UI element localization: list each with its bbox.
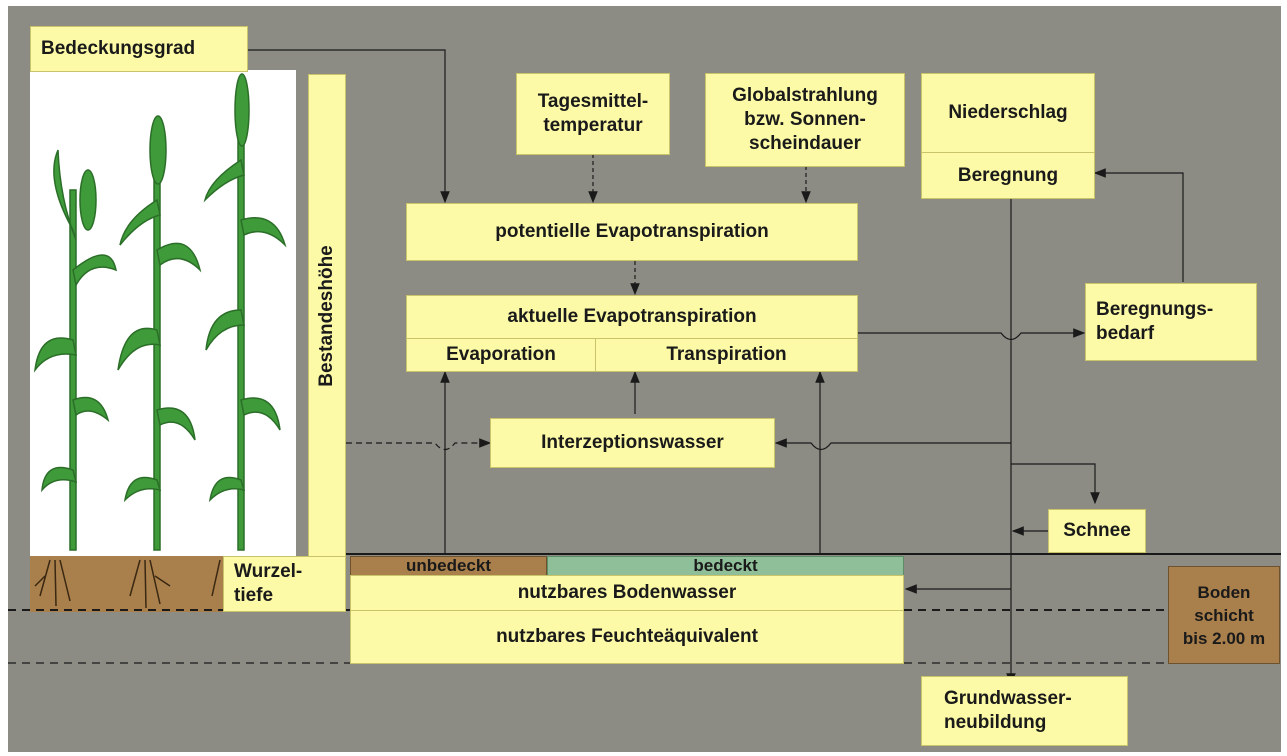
- grundwasserneubildung-label: Grundwasser- neubildung: [944, 688, 1072, 733]
- tagesmittel-label: Tagesmittel- temperatur: [537, 91, 649, 136]
- beregnung-box: Beregnung: [921, 152, 1095, 199]
- wurzeltiefe-label: Wurzel- tiefe: [234, 561, 303, 606]
- schnee-label: Schnee: [1063, 520, 1131, 541]
- akt-evapotranspiration-label: aktuelle Evapotranspiration: [507, 306, 757, 327]
- globalstrahlung-box: Globalstrahlung bzw. Sonnen- scheindauer: [705, 73, 905, 167]
- bedeckt-bar: bedeckt: [547, 556, 904, 576]
- bestandeshoehe-box: Bestandeshöhe: [308, 74, 346, 558]
- schnee-box: Schnee: [1048, 509, 1146, 553]
- transpiration-box: Transpiration: [595, 338, 858, 372]
- akt-evapotranspiration-box: aktuelle Evapotranspiration: [406, 295, 858, 339]
- interzeptionswasser-label: Interzeptionswasser: [541, 432, 724, 453]
- tagesmittel-box: Tagesmittel- temperatur: [516, 73, 670, 155]
- wurzeltiefe-box: Wurzel- tiefe: [223, 556, 346, 612]
- niederschlag-box: Niederschlag: [921, 73, 1095, 153]
- nutzbares-feuchteaequivalent-label: nutzbares Feuchteäquivalent: [496, 626, 758, 647]
- bedeckt-label: bedeckt: [693, 556, 758, 575]
- bedeckungsgrad-label: Bedeckungsgrad: [41, 38, 196, 59]
- nutzbares-bodenwasser-label: nutzbares Bodenwasser: [517, 582, 737, 603]
- wheat-plants-image: [33, 73, 287, 551]
- bodenschicht-label: Boden schicht bis 2.00 m: [1182, 582, 1266, 648]
- nutzbares-bodenwasser-box: nutzbares Bodenwasser: [350, 575, 904, 611]
- beregnungsbedarf-box: Beregnungs- bedarf: [1085, 283, 1257, 361]
- beregnungsbedarf-label: Beregnungs- bedarf: [1096, 299, 1214, 344]
- beregnung-label: Beregnung: [957, 164, 1059, 186]
- pot-evapotranspiration-box: potentielle Evapotranspiration: [406, 203, 858, 261]
- unbedeckt-label: unbedeckt: [405, 556, 492, 575]
- bedeckungsgrad-box: Bedeckungsgrad: [30, 26, 248, 72]
- pot-evapotranspiration-label: potentielle Evapotranspiration: [495, 221, 769, 242]
- evaporation-label: Evaporation: [446, 344, 556, 365]
- niederschlag-label: Niederschlag: [948, 102, 1068, 123]
- unbedeckt-bar: unbedeckt: [350, 556, 547, 576]
- transpiration-label: Transpiration: [666, 344, 787, 365]
- interzeptionswasser-box: Interzeptionswasser: [490, 418, 775, 468]
- grundwasserneubildung-box: Grundwasser- neubildung: [921, 676, 1128, 746]
- nutzbares-feuchteaequivalent-box: nutzbares Feuchteäquivalent: [350, 610, 904, 664]
- evaporation-box: Evaporation: [406, 338, 596, 372]
- diagram-canvas: Bestandeshöhe: [8, 6, 1281, 752]
- bodenschicht-box: Boden schicht bis 2.00 m: [1168, 566, 1280, 664]
- plant-illustration: [30, 70, 296, 560]
- globalstrahlung-label: Globalstrahlung bzw. Sonnen- scheindauer: [732, 85, 878, 154]
